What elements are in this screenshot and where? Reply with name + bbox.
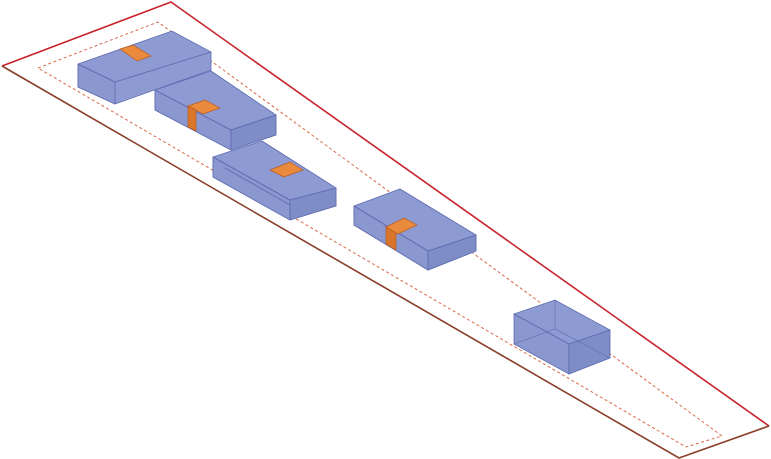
block-4-core-front (385, 226, 397, 251)
building-block-4 (353, 188, 477, 271)
building-block-3 (212, 140, 337, 221)
block-3-core (269, 161, 304, 178)
building-block-5 (513, 299, 611, 375)
block-2-core-front (187, 105, 197, 132)
building-block-1 (77, 30, 212, 105)
site-boundary-lower (1, 65, 770, 459)
site-boundary-upper (1, 1, 770, 427)
block-2-ridge (154, 89, 277, 131)
block-3-ridge (212, 156, 337, 201)
building-block-2 (154, 70, 277, 151)
block-4-ridge (353, 205, 477, 252)
block-3-inner-edge (224, 167, 291, 206)
block-1-ridge (77, 51, 212, 83)
block-1-core (119, 44, 152, 62)
block-2-core-top (187, 99, 221, 115)
